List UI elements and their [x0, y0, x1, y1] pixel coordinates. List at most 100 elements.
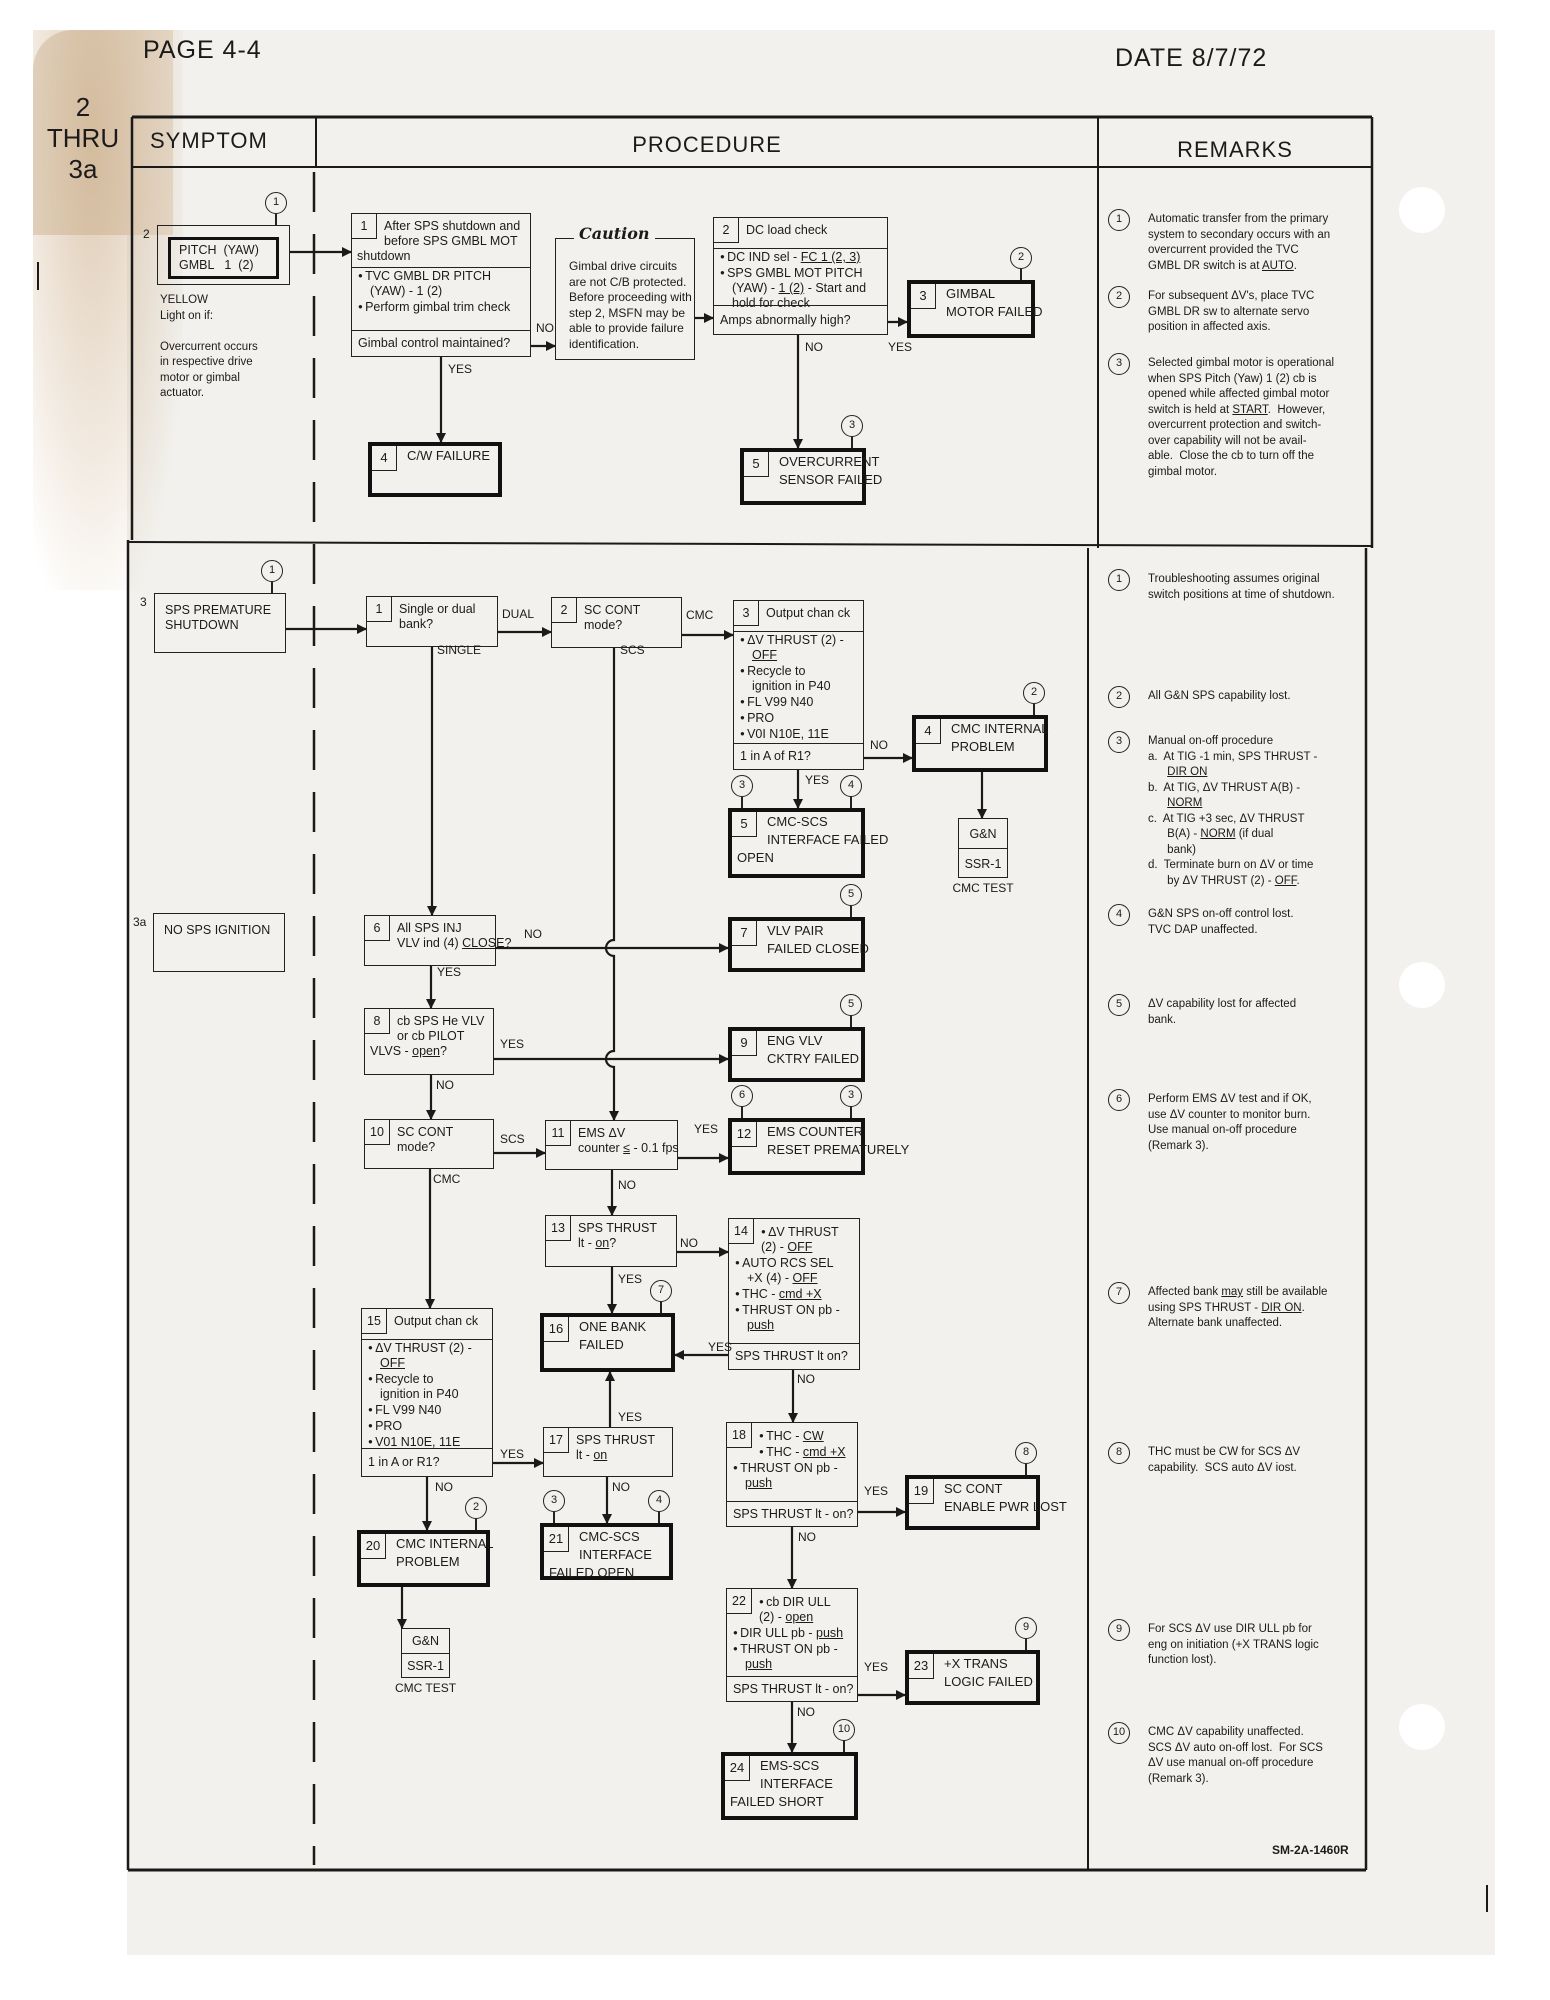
text-line: (YAW) - 1 (2): [352, 284, 530, 299]
text-line: DIR ON: [1148, 765, 1317, 781]
text-segment: ΔV capability lost for affected: [1148, 998, 1297, 1010]
tab-label: 2 THRU 3a: [33, 92, 133, 185]
text-line: All G&N SPS capability lost.: [1148, 689, 1291, 705]
reference-stem: [850, 1016, 852, 1027]
text-segment: V0I N10E, 11E: [747, 727, 829, 741]
text-segment: - Start and: [804, 281, 867, 295]
symptom-number: 3: [140, 595, 147, 609]
text-segment: bank?: [399, 617, 434, 631]
text-segment: THRUST ON pb -: [742, 1303, 840, 1317]
text-segment: SPS PREMATURE: [165, 603, 272, 617]
text-line: OVERCURRENT: [744, 452, 879, 470]
text-line: SPS THRUST: [544, 1428, 672, 1448]
text-line: DC IND sel - FC 1 (2, 3): [714, 249, 887, 265]
step-number: 5: [744, 452, 769, 477]
text-line: Single or dual: [367, 597, 497, 617]
caution-title: Caution: [574, 226, 655, 242]
column-header-symptom: SYMPTOM: [150, 128, 268, 153]
decision-question: SPS THRUST lt - on?: [727, 1501, 857, 1526]
text-segment: hold for check: [732, 296, 810, 310]
remark-number-circle: 9: [1108, 1619, 1130, 1641]
branch-label: NO: [618, 1178, 636, 1192]
text-segment: DIR ULL pb -: [740, 1626, 817, 1640]
text-segment: Use manual on-off procedure: [1148, 1124, 1297, 1136]
reference-stem: [275, 214, 277, 225]
tab-label-thru: THRU: [46, 123, 120, 153]
text-segment: lt -: [576, 1448, 594, 1462]
reference-stem: [850, 906, 852, 917]
text-segment: lt -: [578, 1236, 596, 1250]
underlined-text: OFF: [787, 1240, 813, 1254]
remark-number-circle: 5: [1108, 994, 1130, 1016]
step-box-14: 14ΔV THRUST(2) - OFFAUTO RCS SEL+X (4) -…: [728, 1218, 860, 1370]
text-segment: CMC-SCS: [579, 1529, 640, 1544]
branch-label: NO: [805, 340, 823, 354]
step-number: 11: [546, 1121, 571, 1146]
text-segment: - 0.1 fps: [630, 1141, 679, 1155]
reference-stem: [1025, 1639, 1027, 1650]
step-number: 24: [725, 1756, 750, 1781]
underlined-text: ≤: [623, 1141, 631, 1155]
step-number: 12: [732, 1122, 757, 1147]
text-line: Use manual on-off procedure: [1148, 1123, 1312, 1139]
decision-question: SPS THRUST lt - on?: [727, 1676, 857, 1701]
text-line: Recycle to: [362, 1371, 492, 1387]
step-number: 3: [734, 601, 759, 626]
text-segment: LOGIC FAILED: [944, 1674, 1033, 1689]
text-line: CMC ΔV capability unaffected.: [1148, 1725, 1323, 1741]
text-line: ONE BANK: [544, 1317, 671, 1335]
text-line: CMC INTERNAL: [361, 1534, 494, 1552]
underlined-text: push: [816, 1626, 844, 1640]
description-line: Overcurrent occurs: [160, 340, 258, 353]
reference-stem: [660, 1302, 662, 1313]
underlined-text: DIR ON: [1261, 1301, 1302, 1314]
branch-label: SCS: [620, 643, 645, 657]
text-segment: counter: [578, 1141, 624, 1155]
description-line: actuator.: [160, 387, 205, 399]
reference-stem: [851, 437, 853, 448]
test-caption: CMC TEST: [952, 881, 1014, 895]
branch-label: YES: [448, 362, 473, 376]
text-line: FAILED SHORT: [725, 1792, 854, 1810]
underlined-text: open: [785, 1610, 814, 1624]
text-segment: DC IND sel -: [727, 250, 801, 264]
text-segment: PRO: [375, 1419, 403, 1433]
text-line: lt - on: [544, 1448, 672, 1463]
text-segment: EMS ΔV: [578, 1126, 626, 1140]
text-line: are not C/B protected.: [564, 275, 688, 291]
text-line: NORM: [1148, 796, 1317, 812]
branch-label: NO: [524, 927, 542, 941]
text-line: SENSOR FAILED: [744, 470, 882, 488]
text-segment: (YAW) - 1 (2): [370, 284, 443, 298]
ssr-label: SSR-1: [964, 856, 1002, 871]
text-segment: opened while affected gimbal motor: [1148, 388, 1330, 400]
branch-label: YES: [864, 1484, 889, 1498]
text-line: ΔV THRUST (2) -: [734, 632, 863, 648]
text-line: For subsequent ΔV's, place TVC: [1148, 289, 1314, 305]
underlined-text: 1 (2): [778, 281, 805, 295]
text-segment: All G&N SPS capability lost.: [1148, 690, 1291, 702]
remark-number-circle: 3: [1108, 731, 1130, 753]
text-line: INTERFACE: [725, 1774, 854, 1792]
symptom-box-3a: NO SPS IGNITION: [153, 913, 285, 972]
remark-reference-circle: 3: [543, 1490, 565, 1512]
text-line: THC must be CW for SCS ΔV: [1148, 1445, 1300, 1461]
text-segment: ΔV THRUST (2) -: [747, 633, 844, 647]
reference-stem: [741, 1107, 743, 1118]
reference-stem: [850, 797, 852, 808]
text-line: (YAW) - 1 (2) - Start and: [714, 281, 887, 296]
underlined-text: cmd +X: [778, 1287, 822, 1301]
underlined-text: may: [1221, 1286, 1244, 1298]
text-line: GMBL 1 (2): [179, 258, 268, 273]
text-segment: (Remark 3).: [1148, 1139, 1209, 1152]
remark-number-circle: 2: [1108, 686, 1130, 708]
text-line: OFF: [362, 1356, 492, 1371]
